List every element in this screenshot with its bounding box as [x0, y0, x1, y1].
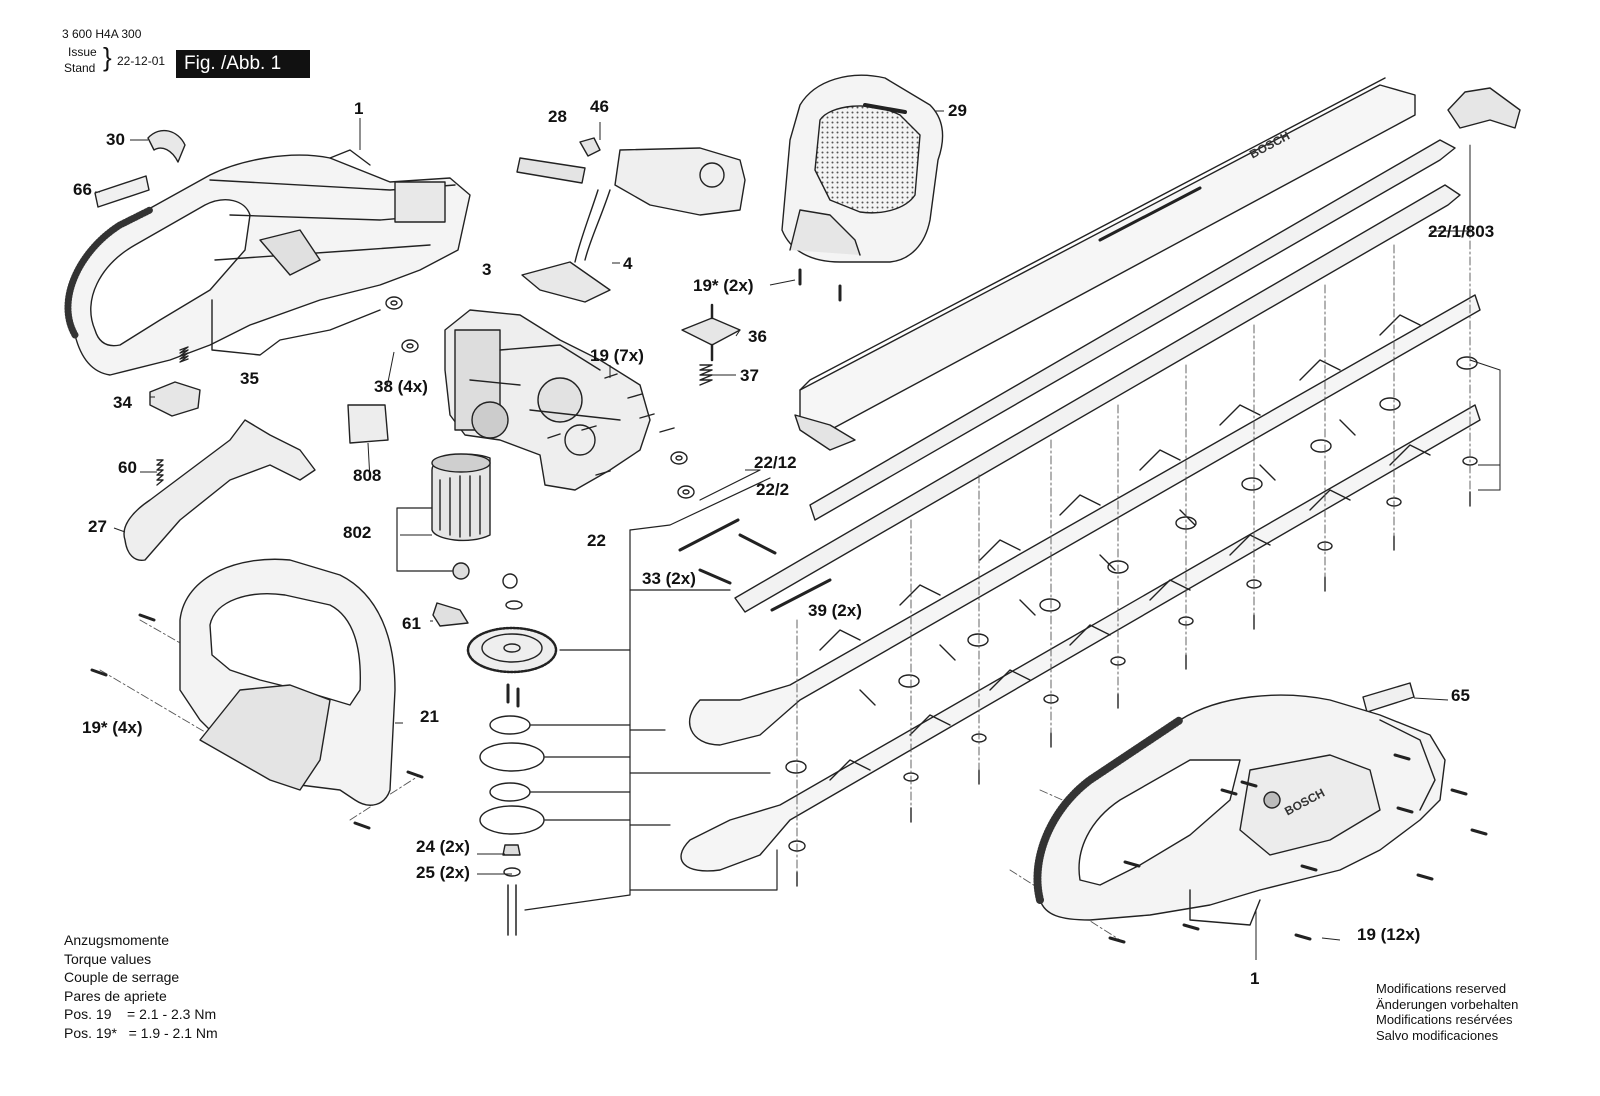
leader-bracket-22 [524, 469, 778, 911]
part-808-label [347, 404, 389, 444]
part-label-46: 46 [590, 97, 609, 116]
blade-rail-lower [734, 184, 1461, 613]
motor-802 [431, 453, 491, 580]
part-label-22-2: 22/2 [756, 480, 790, 499]
blade-lower [680, 404, 1481, 872]
part-label-19-2x: 19* (2x) [693, 276, 754, 295]
doc-number: 3 600 H4A 300 [62, 27, 142, 41]
part-66-plate [94, 175, 150, 208]
torque-notes: Anzugsmomente Torque values Couple de se… [64, 931, 218, 1043]
part-label-4: 4 [623, 254, 633, 273]
part-4-electronics [521, 147, 746, 303]
part-60-spring [156, 459, 164, 486]
part-label-30: 30 [106, 130, 125, 149]
part-27-lever [123, 419, 316, 562]
blade-upper [689, 294, 1481, 746]
part-label-33-2x: 33 (2x) [642, 569, 696, 588]
part-label-22-1-803: 22/1/803 [1428, 222, 1495, 241]
part-36 [681, 317, 741, 346]
part-label-25-2x: 25 (2x) [416, 863, 470, 882]
part-label-1-top: 1 [354, 99, 364, 118]
part-label-19-7x: 19 (7x) [590, 346, 644, 365]
part-label-24-2x: 24 (2x) [416, 837, 470, 856]
modifications-note: Modifications reserved Änderungen vorbeh… [1376, 981, 1518, 1043]
part-61 [432, 602, 469, 627]
part-label-19-12x: 19 (12x) [1357, 925, 1421, 944]
part-label-37: 37 [740, 366, 759, 385]
handle-cover-29 [781, 74, 944, 263]
gear-stack [466, 573, 558, 936]
part-label-29: 29 [948, 101, 967, 120]
label-leaders [95, 110, 1501, 960]
blade-screws [796, 491, 1471, 887]
part-label-22-12: 22/12 [754, 453, 797, 472]
issue-label: Issue [68, 45, 97, 59]
part-label-61: 61 [402, 614, 421, 633]
torque-line: Pares de apriete [64, 987, 167, 1004]
torque-line: Pos. 19 = 2.1 - 2.3 Nm [64, 1006, 217, 1023]
torque-line: Pos. 19* = 1.9 - 2.1 Nm [64, 1024, 218, 1041]
housing-half-bottom [1033, 694, 1446, 926]
blade-rail-22-2 [809, 139, 1456, 521]
part-46-nut [579, 137, 601, 157]
part-30-clip [147, 129, 186, 163]
part-label-34: 34 [113, 393, 132, 412]
part-35-spring [179, 346, 189, 363]
modifications-line: Änderungen vorbehalten [1376, 996, 1519, 1012]
part-label-21: 21 [420, 707, 439, 726]
torque-line: Anzugsmomente [64, 932, 170, 948]
part-label-35: 35 [240, 369, 259, 388]
part-label-60: 60 [118, 458, 137, 477]
part-label-1-bottom: 1 [1250, 969, 1260, 988]
part-label-36: 36 [748, 327, 767, 346]
part-label-66: 66 [73, 180, 92, 199]
part-label-3: 3 [482, 260, 492, 279]
gearbox-3 [444, 309, 651, 491]
part-label-28: 28 [548, 107, 567, 126]
torque-line: Couple de serrage [64, 969, 180, 986]
part-label-802: 802 [343, 523, 372, 542]
stand-label: Stand [64, 61, 96, 75]
modifications-line: Modifications reserved [1376, 981, 1507, 996]
alignment-lines [99, 144, 1471, 941]
end-cap [1447, 87, 1521, 129]
part-label-19-4x: 19* (4x) [82, 718, 143, 737]
screws-19-12x [1108, 753, 1488, 944]
part-label-65: 65 [1451, 686, 1470, 705]
part-34-switch [149, 381, 201, 417]
blade-guard-22-12 [794, 77, 1416, 451]
modifications-line: Modifications resérvées [1376, 1012, 1513, 1027]
part-label-22: 22 [587, 531, 606, 550]
part-label-27: 27 [88, 517, 107, 536]
part-37-spring [699, 364, 713, 386]
part-33-pins [678, 518, 777, 585]
front-handle-21 [179, 558, 396, 806]
part-28-pin [516, 157, 586, 184]
torque-line: Torque values [64, 950, 152, 967]
housing-half-top [64, 149, 471, 376]
part-65-plate [1362, 682, 1415, 713]
figure-label: Fig. /Abb. 1 [176, 50, 310, 78]
part-39-pins [770, 578, 832, 612]
part-label-39-2x: 39 (2x) [808, 601, 862, 620]
part-label-38-4x: 38 (4x) [374, 377, 428, 396]
issue-date: 22-12-01 [117, 54, 166, 68]
brace-icon: } [103, 42, 112, 72]
screws-19-7x [547, 373, 675, 476]
modifications-line: Salvo modificaciones [1376, 1027, 1499, 1043]
part-label-808: 808 [353, 466, 382, 485]
